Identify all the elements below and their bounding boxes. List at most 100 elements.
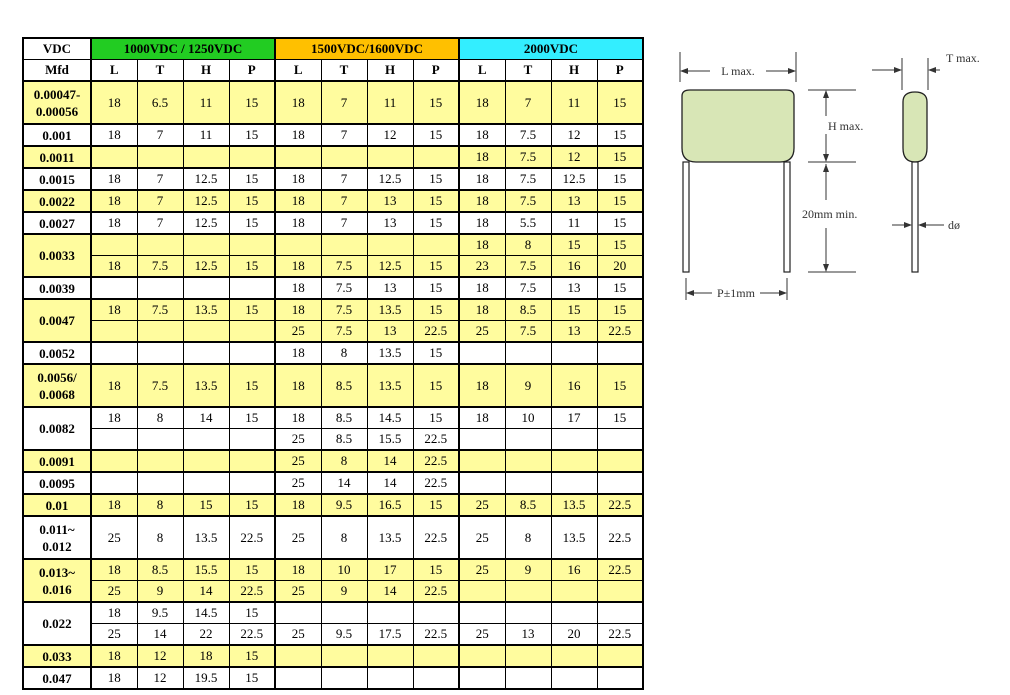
- dimension-header: H: [550, 59, 598, 82]
- dimension-value-cell: [320, 644, 368, 668]
- dimension-value-cell: [274, 145, 322, 169]
- dimension-value-cell: 18: [90, 189, 138, 213]
- dimension-value-cell: 7.5: [504, 145, 552, 169]
- dimension-value-cell: 12: [136, 666, 184, 690]
- dimension-value-cell: 18: [90, 558, 138, 581]
- dimension-value-cell: [182, 145, 230, 169]
- dimension-value-cell: 17.5: [366, 623, 414, 646]
- dimension-value-cell: [228, 233, 276, 256]
- dimension-value-cell: 15: [228, 189, 276, 213]
- dimension-value-cell: 22.5: [596, 515, 644, 560]
- lead-side: [911, 161, 919, 273]
- dimension-value-cell: 16: [550, 558, 598, 581]
- dimension-value-cell: [228, 145, 276, 169]
- dimension-value-cell: [274, 233, 322, 256]
- capacitor-body-side: [902, 91, 928, 163]
- dimension-value-cell: 18: [458, 298, 506, 321]
- lead-right: [783, 161, 791, 273]
- dimension-value-cell: 18: [274, 167, 322, 191]
- dimension-value-cell: 8.5: [136, 558, 184, 581]
- dimension-value-cell: 15: [228, 255, 276, 278]
- dimension-value-cell: [136, 341, 184, 365]
- dimension-value-cell: 11: [550, 211, 598, 235]
- dimension-value-cell: 15: [596, 233, 644, 256]
- pitch-arrowhead-right: [779, 290, 787, 296]
- dimension-value-cell: [550, 580, 598, 603]
- dimension-header: T: [320, 59, 368, 82]
- dimension-value-cell: [412, 644, 460, 668]
- dimension-value-cell: 18: [458, 233, 506, 256]
- dimension-value-cell: 8: [320, 341, 368, 365]
- dimension-value-cell: 13.5: [366, 341, 414, 365]
- dimension-value-cell: 18: [90, 644, 138, 668]
- dimension-value-cell: 11: [550, 80, 598, 125]
- dimension-value-cell: [182, 449, 230, 473]
- voltage-group-header: 1000VDC / 1250VDC: [90, 37, 276, 60]
- dimension-value-cell: 13: [550, 189, 598, 213]
- dimension-value-cell: 23: [458, 255, 506, 278]
- dimension-value-cell: 22.5: [228, 580, 276, 603]
- dimension-value-cell: [550, 341, 598, 365]
- dimension-value-cell: 18: [274, 189, 322, 213]
- dimension-value-cell: 12.5: [182, 189, 230, 213]
- dimension-value-cell: 22.5: [596, 558, 644, 581]
- dimension-header: T: [504, 59, 552, 82]
- dimension-value-cell: 25: [90, 580, 138, 603]
- dimension-value-cell: 12: [550, 145, 598, 169]
- dimension-value-cell: [596, 601, 644, 624]
- dimension-value-cell: [90, 233, 138, 256]
- dimension-value-cell: [504, 666, 552, 690]
- l-max-label: L max.: [721, 64, 755, 78]
- dimension-value-cell: 7.5: [504, 255, 552, 278]
- dimension-value-cell: [412, 666, 460, 690]
- dimension-value-cell: 18: [274, 276, 322, 300]
- dimension-value-cell: 8: [504, 515, 552, 560]
- dimension-value-cell: 18: [90, 493, 138, 517]
- dimension-value-cell: 18: [90, 601, 138, 624]
- dimension-value-cell: 18: [274, 493, 322, 517]
- dimension-value-cell: 18: [274, 298, 322, 321]
- dimension-value-cell: [90, 145, 138, 169]
- dimension-value-cell: 6.5: [136, 80, 184, 125]
- dimension-value-cell: [366, 233, 414, 256]
- dimension-value-cell: 15: [412, 276, 460, 300]
- dimension-value-cell: 12.5: [550, 167, 598, 191]
- dimension-value-cell: 19.5: [182, 666, 230, 690]
- dimension-value-cell: [550, 471, 598, 495]
- capacitance-cell: 0.0022: [22, 189, 92, 213]
- l-max-arrowhead-left: [680, 68, 688, 74]
- dimension-value-cell: 18: [274, 211, 322, 235]
- dimension-value-cell: [274, 644, 322, 668]
- dimension-value-cell: 18: [182, 644, 230, 668]
- dimension-value-cell: 7.5: [504, 320, 552, 343]
- dimension-value-cell: 25: [274, 320, 322, 343]
- dimension-header: L: [90, 59, 138, 82]
- dimension-value-cell: 15: [228, 363, 276, 408]
- dimension-value-cell: 13: [366, 320, 414, 343]
- dimension-value-cell: 8: [504, 233, 552, 256]
- dimension-value-cell: 7.5: [504, 189, 552, 213]
- dimension-value-cell: 7.5: [504, 123, 552, 147]
- dimension-value-cell: 12.5: [366, 167, 414, 191]
- dimension-value-cell: 15: [412, 80, 460, 125]
- dimension-value-cell: [458, 580, 506, 603]
- dimension-value-cell: 18: [274, 255, 322, 278]
- dimension-value-cell: 12: [136, 644, 184, 668]
- dimension-value-cell: 10: [320, 558, 368, 581]
- capacitance-cell: 0.0091: [22, 449, 92, 473]
- h-max-arrowhead-up: [823, 90, 829, 98]
- h-max-label: H max.: [828, 119, 863, 133]
- capacitance-cell: 0.0052: [22, 341, 92, 365]
- dimension-value-cell: 15: [228, 211, 276, 235]
- dimension-value-cell: [458, 449, 506, 473]
- dimension-value-cell: 25: [274, 580, 322, 603]
- dimension-value-cell: 15: [550, 298, 598, 321]
- dimension-value-cell: 14: [182, 580, 230, 603]
